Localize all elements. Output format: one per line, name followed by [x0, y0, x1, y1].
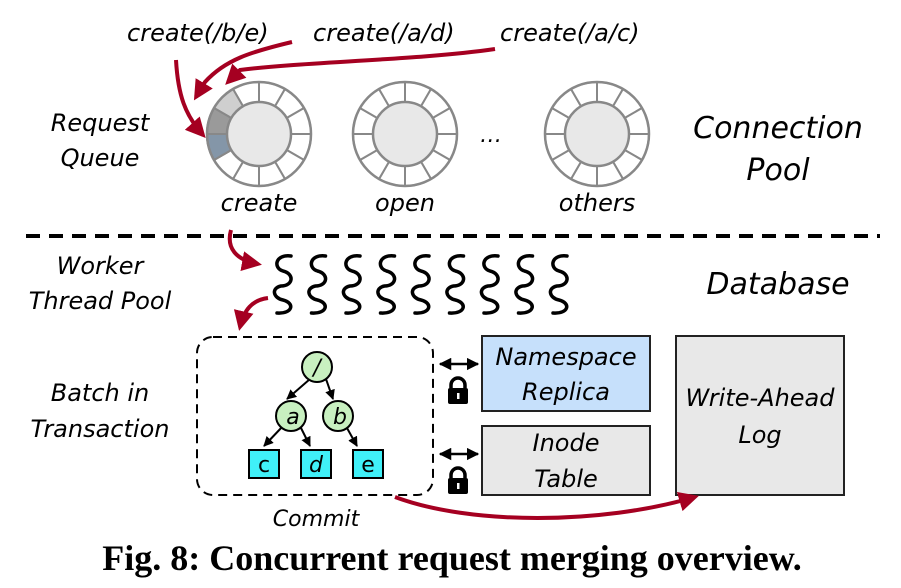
ellipsis: …: [480, 123, 502, 148]
worker-thread: [272, 254, 293, 315]
request-create-a-d: create(/a/d): [313, 19, 455, 47]
tree-node-b: b: [322, 400, 354, 432]
tree-node-root: /: [301, 351, 333, 383]
tree-node-e-label: e: [361, 453, 375, 478]
queue-ring-outer: [205, 80, 313, 188]
arrow-request-b-e: [174, 59, 206, 138]
inode-label: Inode: [533, 429, 600, 457]
inode-table-box: [481, 425, 651, 496]
batch-transaction-box: [196, 336, 434, 496]
queue-ring-outer: [543, 80, 651, 188]
label-pool: Pool: [746, 153, 810, 188]
label-connection: Connection: [693, 111, 863, 146]
edge-a-c: [263, 425, 284, 447]
label-database: Database: [706, 267, 849, 302]
worker-thread: [376, 254, 397, 315]
request-create-b-e: create(/b/e): [127, 19, 269, 47]
arrow-queue-to-workers: [227, 229, 262, 271]
label-transaction: Transaction: [31, 415, 170, 443]
worker-thread: [445, 254, 466, 315]
lock-icon: [448, 466, 468, 494]
queue-open: [351, 80, 459, 188]
label-queue: Queue: [61, 144, 140, 172]
arrow-commit-to-wal: [394, 491, 699, 520]
label-worker: Worker: [57, 252, 146, 280]
label-request: Request: [51, 109, 151, 137]
label-batch-in: Batch in: [51, 379, 150, 407]
worker-threads: [272, 254, 569, 315]
tree-node-a: a: [275, 400, 307, 432]
figure-caption: Fig. 8: Concurrent request merging overv…: [102, 538, 802, 578]
replica-label: Replica: [522, 378, 610, 406]
tree-node-d: d: [300, 449, 332, 479]
tree-node-root-label: /: [311, 356, 323, 381]
wal-label-2: Log: [738, 421, 781, 449]
worker-thread: [341, 254, 362, 315]
queue-ring-outer: [351, 80, 459, 188]
arrow-request-a-c: [225, 47, 496, 85]
edge-root-a: [286, 378, 311, 400]
arrow-request-a-d: [193, 40, 293, 101]
queue-label-open: open: [375, 189, 435, 217]
worker-thread: [410, 254, 431, 315]
edge-root-b: [325, 378, 335, 400]
worker-thread: [514, 254, 535, 315]
worker-thread: [479, 254, 500, 315]
queue-ring-center: [371, 100, 439, 168]
tree-node-e: e: [352, 449, 384, 479]
edge-a-d: [299, 425, 311, 447]
namespace-label: Namespace: [495, 343, 636, 371]
namespace-replica-box: [481, 335, 651, 412]
request-create-a-c: create(/a/c): [500, 19, 640, 47]
tree-node-c-label: c: [258, 453, 270, 478]
table-label: Table: [534, 465, 598, 493]
tree-node-c: c: [248, 449, 280, 479]
worker-thread: [307, 254, 328, 315]
queue-create: [205, 80, 313, 188]
queue-label-others: others: [559, 189, 635, 217]
tree-node-b-label: b: [333, 405, 347, 430]
arrow-workers-to-batch: [233, 296, 269, 331]
edge-b-e: [346, 427, 358, 447]
queue-ring-center: [563, 100, 631, 168]
queue-ring-center: [225, 100, 293, 168]
queue-others: [543, 80, 651, 188]
label-thread-pool: Thread Pool: [29, 287, 172, 315]
lock-icon: [448, 376, 468, 404]
wal-label-1: Write-Ahead: [685, 384, 835, 412]
worker-thread: [548, 254, 569, 315]
write-ahead-log-box: [675, 335, 845, 496]
queue-label-create: create: [221, 189, 298, 217]
tree-node-a-label: a: [286, 405, 299, 430]
commit-label: Commit: [273, 507, 361, 532]
tree-node-d-label: d: [309, 453, 324, 478]
